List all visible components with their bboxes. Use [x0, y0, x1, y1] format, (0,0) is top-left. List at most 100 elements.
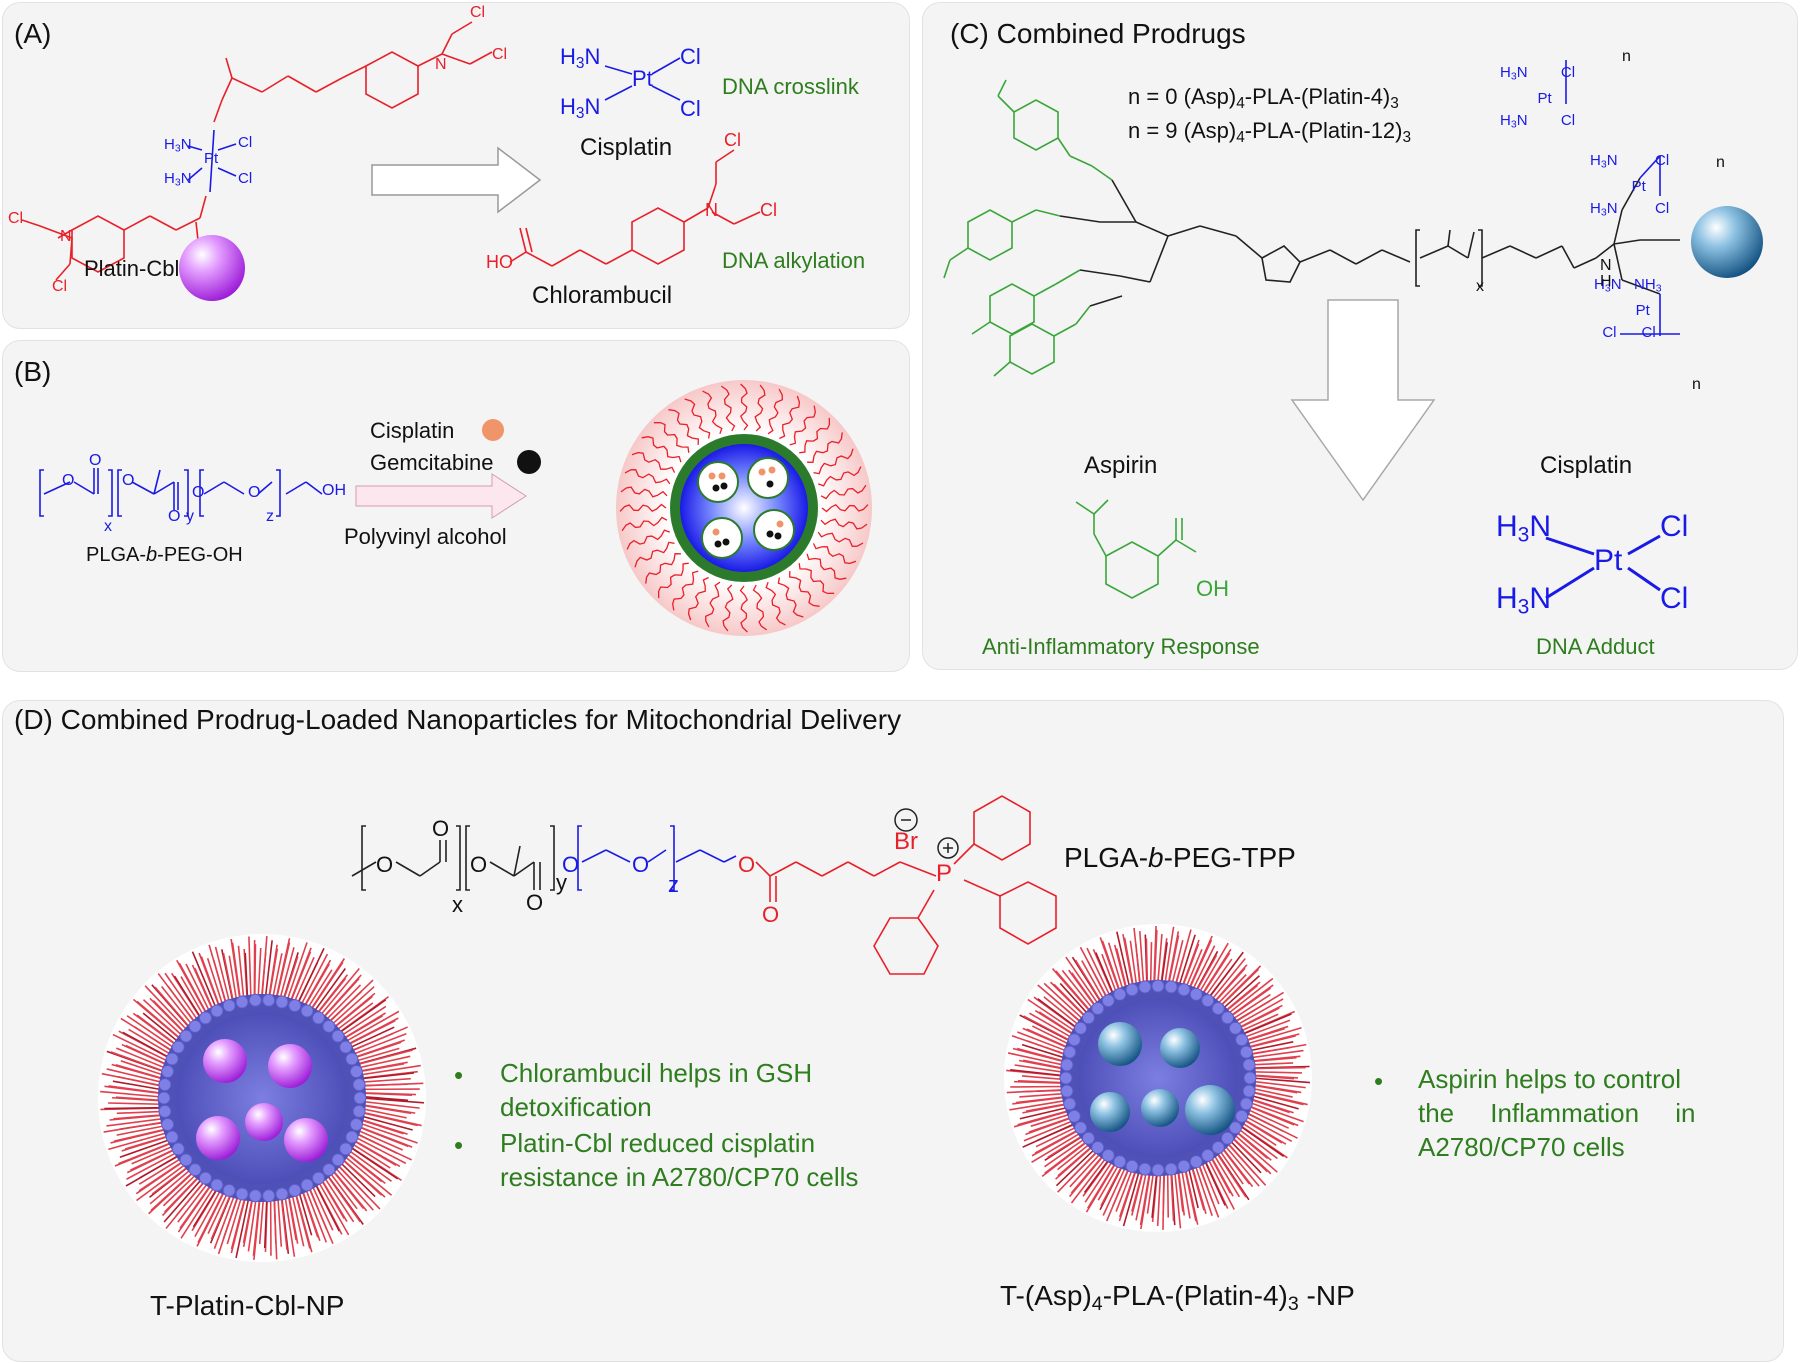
- lipid-head: [248, 1189, 262, 1203]
- peg-strand: [207, 1191, 229, 1235]
- peg-strand: [277, 1196, 283, 1247]
- peg-strand: [1251, 1087, 1293, 1098]
- peg-strand: [1053, 983, 1087, 1018]
- lipid-tail: [684, 398, 711, 439]
- cisplatin-legend-label: Cisplatin: [370, 418, 455, 443]
- lipid-head: [352, 1078, 366, 1092]
- lipid-tail: [668, 409, 699, 445]
- lipid-tail: [807, 432, 843, 463]
- peg-strand: [1245, 1111, 1298, 1139]
- lipid-tail: [754, 384, 766, 432]
- lipid-tail: [739, 585, 748, 633]
- peg-strand: [1043, 982, 1085, 1021]
- lipid-tail: [817, 466, 862, 487]
- peg-strand: [286, 942, 308, 1002]
- np2-graphic: [1004, 924, 1312, 1232]
- peg-strand: [1177, 1169, 1184, 1212]
- lipid-head: [339, 1040, 353, 1054]
- np2-bullet-line3: A2780/CP70 cells: [1418, 1132, 1625, 1162]
- peg-strand: [344, 1010, 400, 1043]
- lipid-head: [210, 1004, 224, 1018]
- chlorambucil-name: Chlorambucil: [532, 282, 673, 309]
- peg-strand: [279, 947, 295, 1000]
- lipid-head: [171, 1142, 185, 1156]
- peg-strand: [1219, 968, 1260, 1008]
- peg-strand: [311, 1184, 334, 1231]
- peg-strand: [1240, 1121, 1277, 1146]
- peg-strand: [177, 1181, 210, 1223]
- lipid-head: [1060, 1058, 1074, 1072]
- peg-strand: [136, 1000, 182, 1040]
- peg-strand: [106, 1117, 165, 1127]
- peg-strand: [343, 1155, 393, 1196]
- lipid-head: [352, 1104, 366, 1118]
- peg-strand: [1181, 943, 1200, 988]
- peg-strand: [268, 948, 279, 999]
- lipid-head: [1164, 1162, 1178, 1176]
- peg-strand: [1247, 1105, 1295, 1126]
- peg-strand: [356, 1129, 404, 1151]
- cisplatin-a-h3n-bottom: H3N: [560, 94, 601, 122]
- lipid-head: [1138, 980, 1152, 994]
- peg-strand: [1197, 1162, 1220, 1218]
- lipid-head: [275, 995, 289, 1009]
- lipid-head: [1151, 1163, 1165, 1177]
- peg-strand: [108, 1085, 163, 1094]
- peg-strand: [301, 1189, 319, 1238]
- c-x-sub: x: [1476, 278, 1484, 295]
- peg-strand: [1069, 1152, 1102, 1188]
- platin-cbl-cl-b: Cl: [492, 46, 508, 63]
- peg-strand: [1198, 942, 1229, 994]
- peg-strand: [261, 936, 268, 999]
- peg-strand: [1213, 967, 1246, 1004]
- tpp-y: y: [556, 870, 567, 895]
- platin-cbl-cl-c: Cl: [8, 210, 24, 227]
- lipid-head: [331, 1153, 345, 1167]
- peg-strand: [154, 986, 192, 1029]
- panel-b-label: (B): [14, 356, 52, 387]
- lipid-tail: [799, 417, 831, 454]
- plga-oh: OH: [322, 482, 346, 499]
- peg-strand: [1246, 1108, 1290, 1129]
- peg-strand: [131, 1144, 175, 1165]
- peg-strand: [273, 1197, 278, 1260]
- lipid-tail: [634, 541, 675, 568]
- peg-strand: [333, 1166, 374, 1211]
- peg-strand: [340, 1158, 383, 1196]
- cisplatin-c-h3n-top: H3N: [1496, 510, 1552, 547]
- peg-strand: [298, 1190, 313, 1236]
- peg-strand: [1014, 1064, 1065, 1074]
- peg-strand: [1017, 1109, 1070, 1126]
- panel-a-label: (A): [14, 18, 52, 49]
- peg-strand: [1116, 931, 1131, 989]
- peg-strand: [1131, 1170, 1144, 1212]
- peg-strand: [1245, 1026, 1302, 1046]
- plga-z: z: [266, 508, 274, 525]
- peg-strand: [1030, 1113, 1072, 1127]
- aspirin-role: Anti-Inflammatory Response: [982, 634, 1260, 659]
- np1-bullet-1-line2: detoxification: [500, 1092, 652, 1122]
- lipid-head: [235, 1187, 249, 1201]
- peg-strand: [1173, 1170, 1182, 1229]
- peg-strand: [352, 1139, 397, 1166]
- chlorambucil-cl-top: Cl: [724, 130, 741, 150]
- peg-strand: [151, 1165, 190, 1195]
- peg-strand: [194, 968, 215, 1011]
- peg-strand: [120, 1060, 165, 1077]
- cisplatin-a-action: DNA crosslink: [722, 74, 859, 99]
- aspirin-oh: OH: [1196, 576, 1229, 601]
- peg-strand: [361, 1092, 413, 1097]
- peg-strand: [191, 951, 218, 1010]
- peg-strand: [1216, 973, 1247, 1006]
- peg-strand: [1021, 1075, 1065, 1081]
- peg-strand: [103, 1121, 166, 1133]
- lipid-head: [1201, 1148, 1215, 1162]
- peg-strand: [340, 1005, 387, 1037]
- lipid-tail: [672, 570, 699, 611]
- peg-strand: [252, 1197, 261, 1256]
- peg-strand: [1149, 942, 1153, 985]
